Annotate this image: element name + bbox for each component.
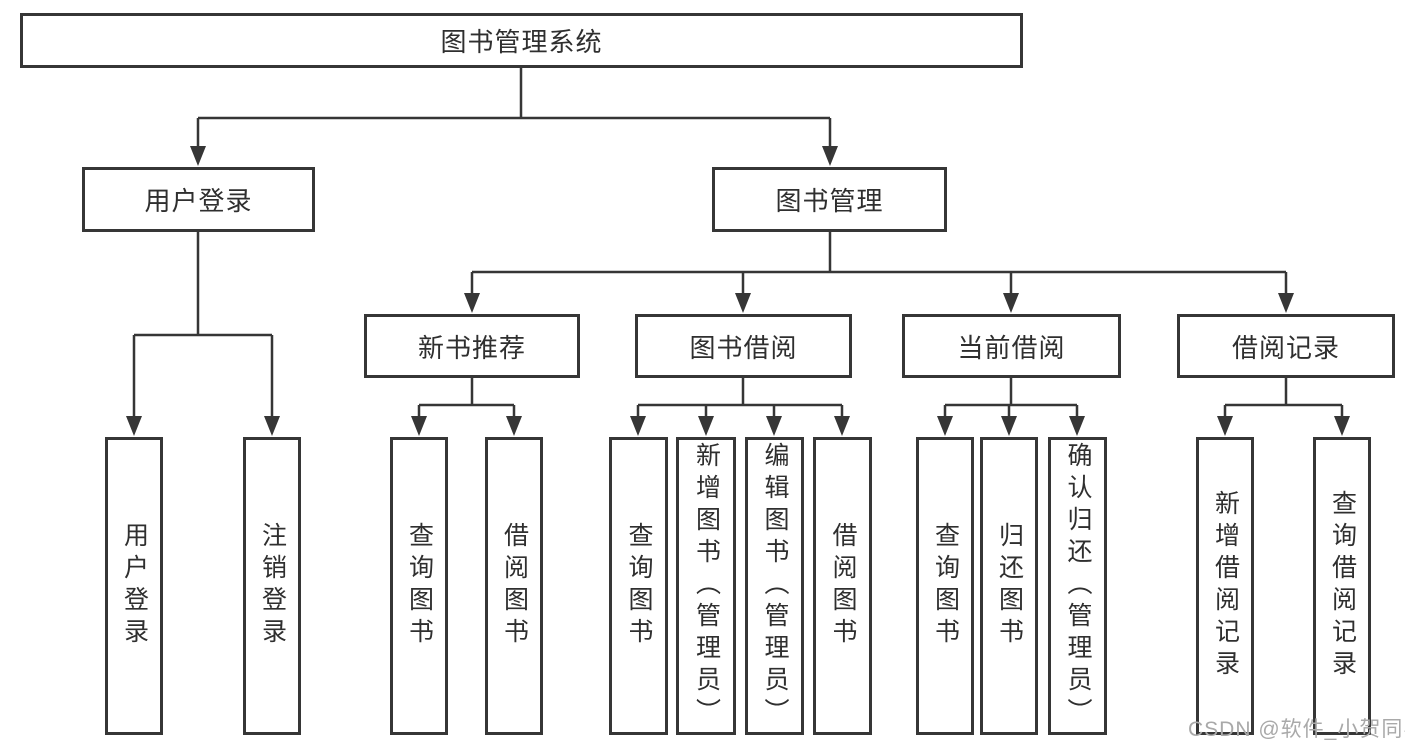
node-book-management: 图书管理 xyxy=(712,167,947,232)
node-current-borrow-label: 当前借阅 xyxy=(957,332,1066,363)
node-new-book-recommend-label: 新书推荐 xyxy=(417,332,526,363)
leaf-query-books-current: 查询图书 xyxy=(916,437,974,735)
leaf-user-login-label: 用户登录 xyxy=(120,522,149,650)
leaf-borrow-books: 借阅图书 xyxy=(813,437,872,735)
leaf-borrow-books-recommend: 借阅图书 xyxy=(485,437,543,735)
node-new-book-recommend: 新书推荐 xyxy=(364,314,580,378)
leaf-query-borrow-record: 查询借阅记录 xyxy=(1313,437,1371,735)
node-book-management-label: 图书管理 xyxy=(775,186,884,216)
csdn-watermark: CSDN @软件_小贺同学 xyxy=(1188,718,1405,741)
node-root-label: 图书管理系统 xyxy=(440,27,603,57)
node-borrow-records: 借阅记录 xyxy=(1177,314,1395,378)
leaf-query-books-borrow-label: 查询图书 xyxy=(625,522,653,650)
leaf-query-books-current-label: 查询图书 xyxy=(931,522,960,650)
leaf-query-borrow-record-label: 查询借阅记录 xyxy=(1328,490,1357,682)
leaf-add-borrow-record-label: 新增借阅记录 xyxy=(1211,490,1240,682)
leaf-logout-label: 注销登录 xyxy=(258,522,287,650)
leaf-borrow-books-label: 借阅图书 xyxy=(829,522,857,650)
leaf-query-books-recommend-label: 查询图书 xyxy=(405,522,434,650)
node-book-borrow: 图书借阅 xyxy=(635,314,852,378)
node-borrow-records-label: 借阅记录 xyxy=(1231,332,1340,363)
leaf-confirm-return-admin-label: 确认归还（管理员） xyxy=(1064,442,1092,730)
node-current-borrow: 当前借阅 xyxy=(902,314,1121,378)
leaf-add-borrow-record: 新增借阅记录 xyxy=(1196,437,1254,735)
leaf-query-books-borrow: 查询图书 xyxy=(609,437,668,735)
leaf-add-book-admin: 新增图书（管理员） xyxy=(676,437,736,735)
arrowheads xyxy=(126,146,1350,436)
leaf-return-book: 归还图书 xyxy=(980,437,1038,735)
leaf-return-book-label: 归还图书 xyxy=(995,522,1024,650)
node-book-borrow-label: 图书借阅 xyxy=(689,332,798,363)
leaf-borrow-books-recommend-label: 借阅图书 xyxy=(500,522,529,650)
node-user-login: 用户登录 xyxy=(82,167,315,232)
leaf-query-books-recommend: 查询图书 xyxy=(390,437,448,735)
leaf-logout: 注销登录 xyxy=(243,437,301,735)
node-user-login-label: 用户登录 xyxy=(144,186,253,216)
leaf-confirm-return-admin: 确认归还（管理员） xyxy=(1048,437,1107,735)
leaf-edit-book-admin: 编辑图书（管理员） xyxy=(745,437,804,735)
leaf-add-book-admin-label: 新增图书（管理员） xyxy=(692,442,721,730)
leaf-edit-book-admin-label: 编辑图书（管理员） xyxy=(761,442,789,730)
node-root: 图书管理系统 xyxy=(20,13,1023,68)
leaf-user-login: 用户登录 xyxy=(105,437,163,735)
